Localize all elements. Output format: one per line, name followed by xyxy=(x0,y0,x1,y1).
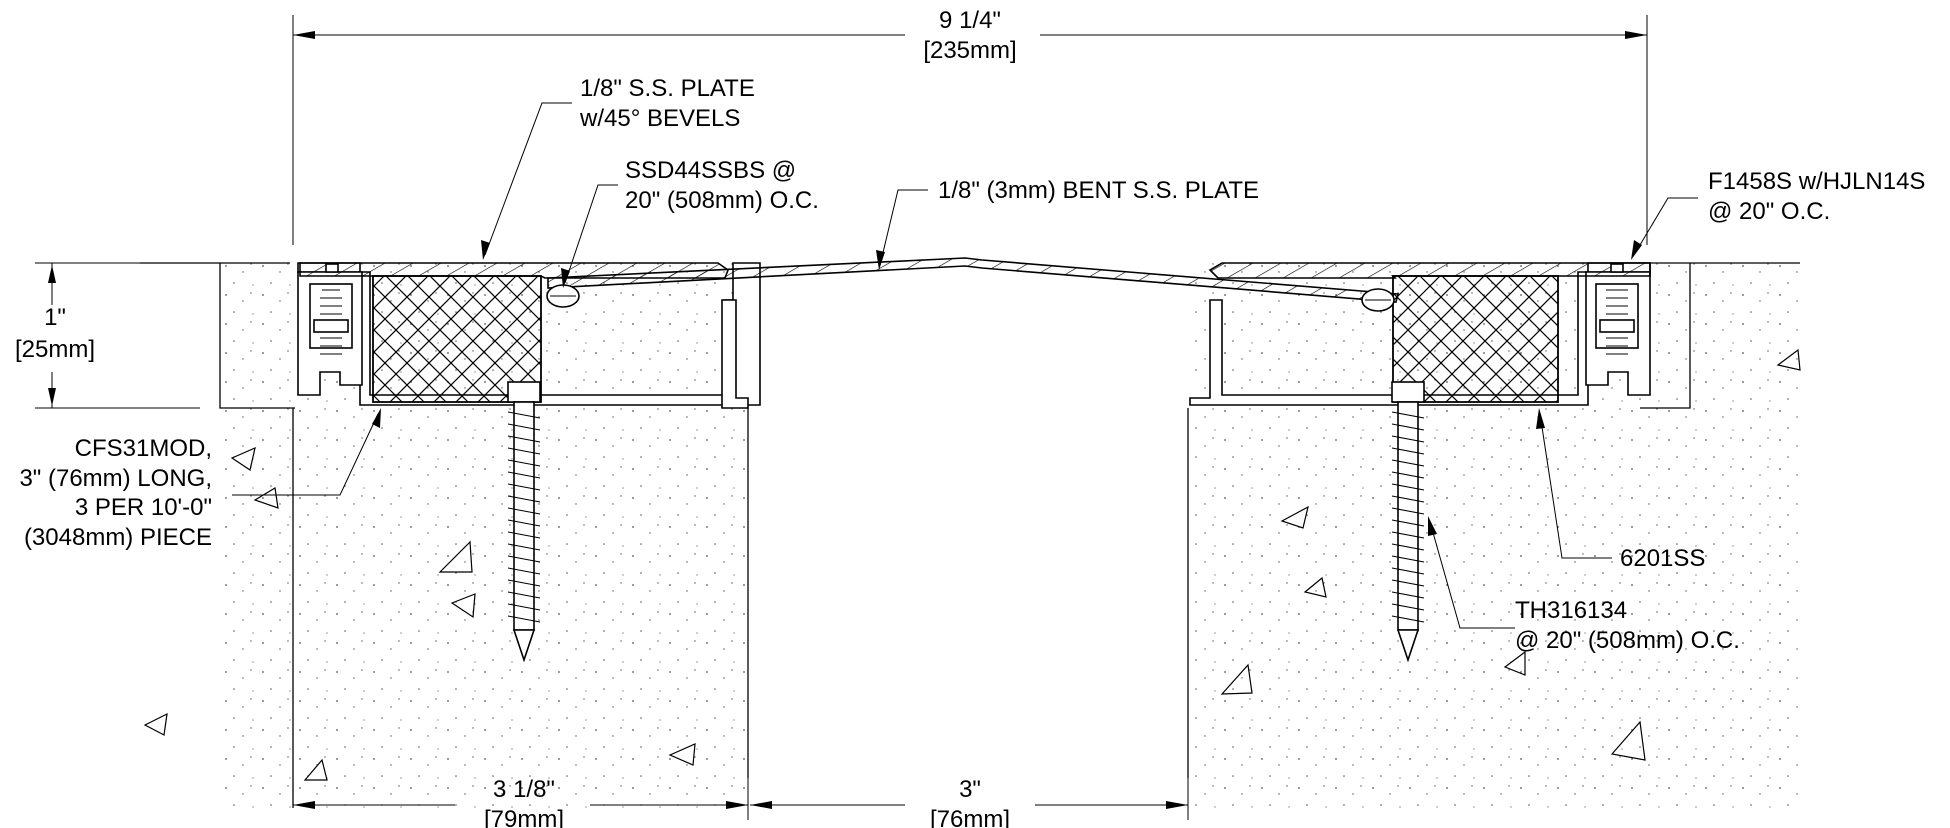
callout-bent-plate: 1/8" (3mm) BENT S.S. PLATE xyxy=(938,177,1259,204)
callout-f1458s: F1458S w/HJLN14S @ 20" O.C. xyxy=(1708,168,1925,225)
aggregate-mark xyxy=(230,446,256,471)
leader-cfs31 xyxy=(232,408,381,496)
callout-ssd-line-2: 20" (508mm) O.C. xyxy=(625,187,819,214)
aggregate-mark xyxy=(1503,650,1526,676)
leader-ssd xyxy=(561,184,618,288)
left-slab-dimension: 3 1/8" [79mm] xyxy=(293,776,749,828)
callout-cfs31-line-2: 3" (76mm) LONG, xyxy=(19,465,212,492)
aggregate-mark xyxy=(1220,663,1253,695)
left-screw-ssd xyxy=(546,284,580,308)
aggregate-mark xyxy=(668,743,696,766)
depth-dimension: 1" [25mm] xyxy=(15,262,200,409)
right-anchor-screw xyxy=(1391,381,1425,663)
aggregate-mark xyxy=(438,540,473,573)
leader-anchor xyxy=(1428,516,1515,629)
callout-cfs31: CFS31MOD, 3" (76mm) LONG, 3 PER 10'-0" (… xyxy=(19,435,212,551)
left-slab-dim-metric: [79mm] xyxy=(484,806,564,828)
bent-ss-plate xyxy=(547,257,1400,303)
depth-dim-metric: [25mm] xyxy=(15,336,95,363)
callout-frame: 6201SS xyxy=(1620,545,1705,572)
callout-anchor: TH316134 @ 20" (508mm) O.C. xyxy=(1515,597,1740,654)
left-anchor-screw xyxy=(507,381,541,663)
leader-f1458s xyxy=(1631,197,1698,260)
callout-cfs31-line-1: CFS31MOD, xyxy=(75,435,212,462)
right-ss-plate xyxy=(1208,262,1651,279)
leader-frame xyxy=(1536,408,1612,559)
right-filler-block xyxy=(1392,275,1559,403)
right-screw-ssd xyxy=(1361,288,1395,312)
leader-ss-plate xyxy=(481,102,572,260)
callout-cfs31-line-4: (3048mm) PIECE xyxy=(24,524,212,551)
overall-dim-metric: [235mm] xyxy=(923,37,1016,64)
aggregate-mark xyxy=(450,593,476,619)
aggregate-mark xyxy=(1280,505,1309,529)
callout-frame-line-1: 6201SS xyxy=(1620,545,1705,572)
callout-ssd-line-1: SSD44SSBS @ xyxy=(625,157,796,184)
callout-f1458s-line-1: F1458S w/HJLN14S xyxy=(1708,168,1925,195)
gap-dimension: 3" [76mm] xyxy=(750,776,1189,828)
aggregate-mark xyxy=(1610,720,1646,761)
left-filler-block xyxy=(372,275,542,403)
aggregate-mark xyxy=(253,487,279,509)
leader-bent-plate xyxy=(876,189,928,270)
gap-dim-imperial: 3" xyxy=(959,776,981,803)
left-slab-dim-imperial: 3 1/8" xyxy=(493,776,555,803)
gap-dim-metric: [76mm] xyxy=(930,806,1010,828)
callout-cfs31-line-3: 3 PER 10'-0" xyxy=(75,494,212,521)
callout-ss-plate-line-1: 1/8" S.S. PLATE xyxy=(580,75,755,102)
left-slab-outline xyxy=(140,262,749,808)
aggregate-mark xyxy=(1776,348,1801,371)
callout-ss-plate-line-2: w/45° BEVELS xyxy=(579,105,740,132)
overall-dim-imperial: 9 1/4" xyxy=(939,7,1001,34)
aggregate-mark xyxy=(303,758,328,781)
aggregate-mark xyxy=(143,712,168,736)
callout-ss-plate: 1/8" S.S. PLATE w/45° BEVELS xyxy=(579,75,755,132)
callout-anchor-line-2: @ 20" (508mm) O.C. xyxy=(1515,627,1740,654)
callout-bent-plate-line-1: 1/8" (3mm) BENT S.S. PLATE xyxy=(938,177,1259,204)
left-bolt-f1458s xyxy=(309,263,353,355)
callout-ssd: SSD44SSBS @ 20" (508mm) O.C. xyxy=(625,157,819,214)
overall-dimension: 9 1/4" [235mm] xyxy=(292,7,1648,245)
depth-dim-imperial: 1" xyxy=(44,304,66,331)
right-bolt-f1458s xyxy=(1595,263,1639,355)
callout-f1458s-line-2: @ 20" O.C. xyxy=(1708,198,1830,225)
aggregate-mark xyxy=(1303,576,1327,598)
callout-anchor-line-1: TH316134 xyxy=(1515,597,1627,624)
